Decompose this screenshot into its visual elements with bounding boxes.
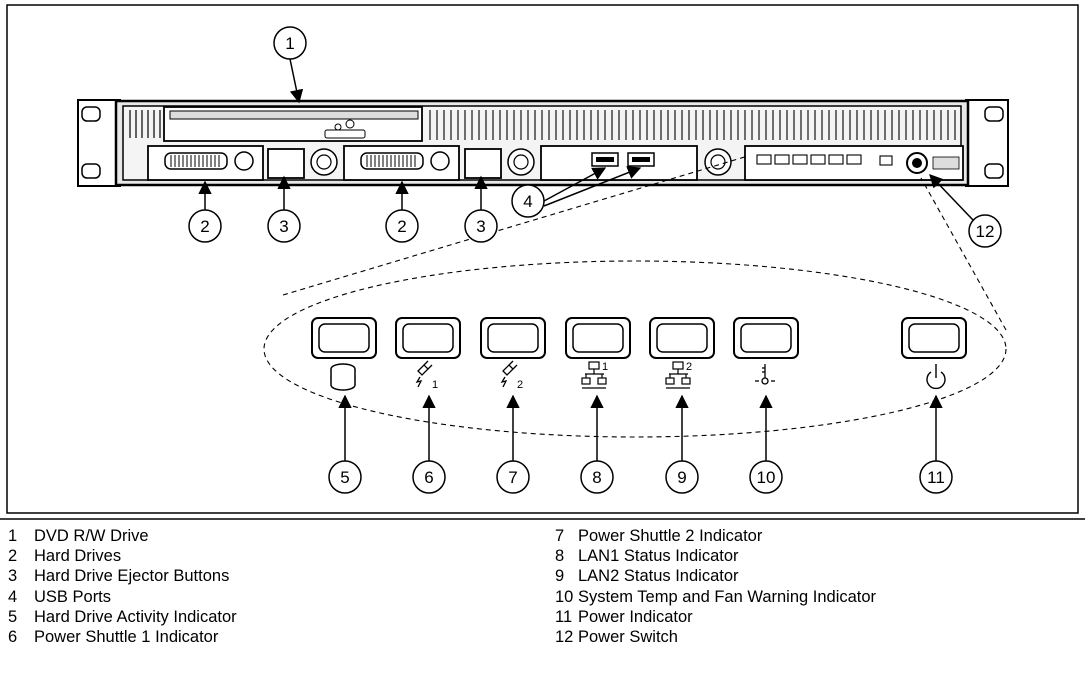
callout-number: 3 xyxy=(476,217,485,236)
legend-item-text: DVD R/W Drive xyxy=(34,527,149,545)
figure-frame xyxy=(6,4,1079,514)
callout-number: 11 xyxy=(927,468,945,487)
callout-eject-1: 3 xyxy=(267,175,301,243)
lan1-led xyxy=(565,317,631,359)
callout-circle xyxy=(511,184,545,218)
callout-circle xyxy=(267,209,301,243)
zoom-ellipse xyxy=(263,260,1007,438)
legend-item-number: 5 xyxy=(8,607,18,626)
power-led xyxy=(901,317,967,359)
temperature-led xyxy=(733,317,799,359)
callout-shuttle-1: 6 xyxy=(412,394,446,494)
legend-item-number: 1 xyxy=(8,527,18,545)
legend-item-number: 4 xyxy=(8,587,18,606)
server-chassis xyxy=(77,99,1009,187)
legend-item-text: Hard Drives xyxy=(34,547,122,566)
hard-drive-eject-1 xyxy=(267,148,305,179)
power-shuttle-1-led xyxy=(395,317,461,359)
callout-power-switch: 12 xyxy=(929,174,1002,248)
power-shuttle-2-icon xyxy=(500,360,518,388)
callout-number: 5 xyxy=(340,468,349,487)
callout-shuttle-2: 7 xyxy=(496,394,530,494)
callout-lan2: 9 xyxy=(665,394,699,494)
callout-number: 10 xyxy=(757,468,776,487)
legend-item-number: 12 xyxy=(555,627,574,646)
callout-hard-drive-2: 2 xyxy=(385,180,419,243)
callout-circle xyxy=(188,209,222,243)
zoom-guides xyxy=(263,155,1007,438)
legend-item-text: USB Ports xyxy=(34,587,112,606)
legend: 1 DVD R/W Drive 2 Hard Drives 3 Hard Drive Ej… xyxy=(0,527,1085,677)
callout-number: 12 xyxy=(976,222,995,241)
legend-item-text: LAN2 Status Indicator xyxy=(578,567,739,586)
callout-number: 1 xyxy=(285,34,294,53)
callout-circle xyxy=(385,209,419,243)
power-shuttle-1-digit: 1 xyxy=(432,379,438,391)
legend-item-number: 9 xyxy=(555,567,565,586)
callout-hd-activity: 5 xyxy=(328,394,362,494)
legend-item-number: 6 xyxy=(8,627,18,646)
legend-item-text: LAN1 Status Indicator xyxy=(578,547,739,566)
legend-item-text: Power Switch xyxy=(578,627,678,646)
lan1-icon xyxy=(581,361,607,389)
temperature-icon xyxy=(755,364,775,385)
callout-temp: 10 xyxy=(749,394,783,494)
legend-item-text: Power Indicator xyxy=(578,607,693,626)
legend-item-text: Hard Drive Activity Indicator xyxy=(34,607,237,626)
callout-circle xyxy=(580,460,614,494)
callout-number: 4 xyxy=(523,192,532,211)
legend-item-number: 10 xyxy=(555,587,574,606)
lan2-icon xyxy=(665,361,691,389)
callout-circle xyxy=(968,214,1002,248)
callout-circle xyxy=(496,460,530,494)
callout-circle xyxy=(749,460,783,494)
callout-circle xyxy=(412,460,446,494)
legend-item-text: Power Shuttle 2 Indicator xyxy=(578,527,763,545)
legend-item-text: Hard Drive Ejector Buttons xyxy=(34,567,230,586)
callout-circle xyxy=(464,209,498,243)
power-shuttle-2-digit: 2 xyxy=(517,379,523,391)
hard-drive-activity-led xyxy=(311,317,377,359)
hard-drive-eject-2 xyxy=(464,148,502,179)
callout-circle xyxy=(665,460,699,494)
callout-dvd: 1 xyxy=(273,26,307,104)
callout-number: 2 xyxy=(200,217,209,236)
callout-hard-drive-1: 2 xyxy=(188,180,222,243)
callout-circle xyxy=(919,460,953,494)
legend-item-number: 7 xyxy=(555,527,565,545)
lan2-led xyxy=(649,317,715,359)
power-icon xyxy=(926,364,946,390)
power-shuttle-2-led xyxy=(480,317,546,359)
lan2-digit: 2 xyxy=(686,361,692,373)
legend-item-number: 3 xyxy=(8,567,18,586)
hard-drive-activity-icon xyxy=(330,363,356,391)
enlarged-indicators: 1 2 1 2 xyxy=(311,317,967,391)
legend-item-number: 8 xyxy=(555,547,565,566)
legend-item-text: System Temp and Fan Warning Indicator xyxy=(578,587,877,606)
callout-number: 6 xyxy=(424,468,433,487)
callout-eject-2: 3 xyxy=(464,175,498,243)
power-shuttle-1-icon xyxy=(415,360,433,388)
callout-number: 3 xyxy=(279,217,288,236)
lan1-digit: 1 xyxy=(602,361,608,373)
callout-circle xyxy=(328,460,362,494)
callout-number: 7 xyxy=(508,468,517,487)
callout-power: 11 xyxy=(919,394,953,494)
callout-number: 8 xyxy=(592,468,601,487)
legend-item-number: 2 xyxy=(8,547,18,566)
callout-number: 9 xyxy=(677,468,686,487)
callout-number: 2 xyxy=(397,217,406,236)
callout-circle xyxy=(273,26,307,60)
legend-item-text: Power Shuttle 1 Indicator xyxy=(34,627,219,646)
legend-item-number: 11 xyxy=(555,607,573,626)
callout-lan1: 8 xyxy=(580,394,614,494)
callout-usb: 4 xyxy=(511,166,642,218)
usb-panel xyxy=(540,145,698,181)
